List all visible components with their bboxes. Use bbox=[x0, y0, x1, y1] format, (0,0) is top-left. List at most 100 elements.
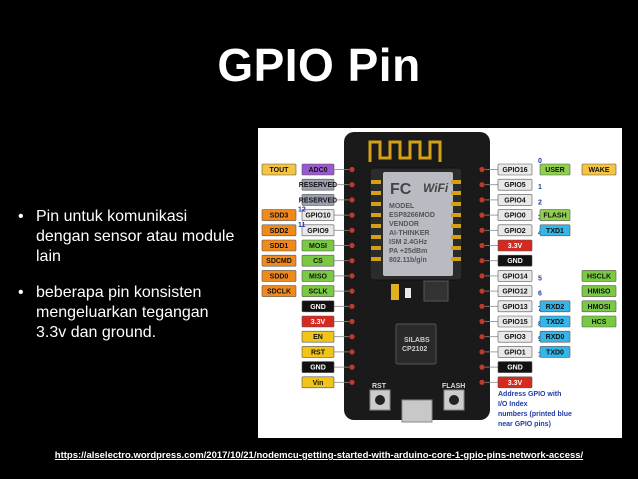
right-pin-gpio5: GPIO5 bbox=[504, 182, 526, 189]
gpio-index-number: 6 bbox=[538, 291, 542, 298]
pin-dot bbox=[479, 227, 485, 233]
right-pin-gnd-box bbox=[497, 254, 533, 267]
left-pin-miso: MISO bbox=[309, 273, 327, 280]
wifi-logo: WiFi bbox=[423, 181, 449, 195]
esp-pad bbox=[451, 246, 461, 250]
right-alt-hsclk: HSCLK bbox=[587, 273, 611, 280]
right-pin-gpio4-box bbox=[497, 194, 533, 206]
left-pin-reserved: RESERVED bbox=[299, 197, 337, 204]
pin-dot bbox=[479, 318, 485, 325]
pin-dot bbox=[349, 379, 355, 385]
esp-pad bbox=[451, 191, 461, 195]
pin-dot bbox=[349, 288, 355, 294]
esp-pad bbox=[451, 257, 461, 261]
left-alt-sdclk-box bbox=[261, 285, 297, 297]
esp-pad bbox=[451, 213, 461, 217]
right-pin-gpio3-box bbox=[497, 330, 533, 343]
right-pin-gpio15: GPIO15 bbox=[502, 319, 527, 326]
right-pin-gpio13-box bbox=[497, 300, 533, 313]
right-pin-3.3v-box bbox=[497, 239, 533, 252]
esp-pad bbox=[371, 246, 381, 250]
pin-dot bbox=[479, 379, 485, 385]
esp-pad bbox=[371, 257, 381, 261]
source-link[interactable]: https://alselectro.wordpress.com/2017/10… bbox=[54, 450, 584, 461]
pin-dot bbox=[349, 242, 355, 249]
esp-pad bbox=[451, 202, 461, 206]
page-title: GPIO Pin bbox=[217, 39, 421, 91]
right-alt-hcs: HCS bbox=[592, 319, 607, 326]
right-pin-3.3v: 3.3V bbox=[508, 243, 523, 250]
right-alt-hmiso-box bbox=[581, 285, 617, 297]
left-alt-sdd1: SDD1 bbox=[270, 243, 289, 250]
pin-dot bbox=[349, 227, 355, 233]
right-func-user-box bbox=[539, 163, 571, 176]
pin-dot bbox=[479, 349, 485, 355]
right-alt-hmosi-box bbox=[581, 300, 617, 313]
left-alt-sdd2: SDD2 bbox=[270, 228, 289, 235]
left-alt-tout: TOUT bbox=[270, 167, 290, 174]
module-text-line: 802.11b/g/n bbox=[389, 257, 427, 264]
right-pin-gnd-box bbox=[497, 361, 533, 373]
esp-pad bbox=[371, 202, 381, 206]
left-pin-vin: Vin bbox=[313, 380, 324, 387]
right-pin-gpio15-box bbox=[497, 315, 533, 328]
left-pin-gnd: GND bbox=[310, 304, 326, 311]
left-alt-sdcmd: SDCMD bbox=[266, 258, 292, 265]
right-func-txd2: TXD2 bbox=[546, 319, 564, 326]
module-text-line: VENDOR bbox=[389, 221, 419, 228]
gpio-index-number: 2 bbox=[538, 199, 542, 206]
right-func-rxd2-box bbox=[539, 300, 571, 313]
gpio-index-number: 1 bbox=[538, 184, 542, 191]
chip-label: CP2102 bbox=[402, 346, 427, 353]
left-pin-3.3v: 3.3V bbox=[311, 319, 326, 326]
right-func-user: USER bbox=[545, 167, 564, 174]
pin-dot bbox=[349, 349, 355, 355]
right-alt-hmiso: HMISO bbox=[588, 289, 612, 296]
module-text-line: AI-THINKER bbox=[389, 230, 429, 237]
esp-pad bbox=[371, 224, 381, 228]
left-pin-labels: ADC0TOUTRESERVEDRESERVEDGPIO10SDD312GPIO… bbox=[261, 163, 349, 389]
pin-dot bbox=[479, 273, 485, 279]
right-alt-hsclk-box bbox=[581, 270, 617, 282]
right-pin-gpio2: GPIO2 bbox=[504, 228, 526, 235]
left-pin-gpio9: GPIO9 bbox=[307, 228, 329, 235]
pin-dot bbox=[479, 364, 485, 370]
right-func-txd1: TXD1 bbox=[546, 228, 564, 235]
pin-dot bbox=[349, 197, 355, 203]
right-func-rxd0-box bbox=[539, 330, 571, 343]
regulator bbox=[423, 280, 449, 302]
left-alt-sdd1-box bbox=[261, 239, 297, 252]
left-pin-mosi: MOSI bbox=[309, 243, 327, 250]
bullet-list: Pin untuk komunikasi dengan sensor atau … bbox=[18, 207, 243, 359]
fc-logo: FC bbox=[390, 181, 412, 198]
usb-chip bbox=[395, 323, 437, 365]
esp-pad bbox=[371, 213, 381, 217]
right-pin-gpio2-box bbox=[497, 224, 533, 237]
left-alt-tout-box bbox=[261, 163, 297, 176]
pin-dot bbox=[479, 334, 485, 340]
right-pin-gpio14-box bbox=[497, 270, 533, 282]
right-pin-gnd: GND bbox=[507, 365, 523, 372]
pin-dot bbox=[479, 288, 485, 294]
right-alt-wake: WAKE bbox=[589, 167, 610, 174]
right-pin-gpio14: GPIO14 bbox=[502, 273, 527, 280]
right-pin-gpio13: GPIO13 bbox=[502, 304, 527, 311]
esp-pad bbox=[371, 191, 381, 195]
right-pin-gpio0: GPIO0 bbox=[504, 213, 526, 220]
right-pin-gpio4: GPIO4 bbox=[504, 197, 526, 204]
pin-dot bbox=[479, 182, 485, 188]
left-pin-sclk: SCLK bbox=[308, 289, 327, 296]
pin-dot bbox=[349, 212, 355, 218]
pinout-svg: FC WiFi MODELESP8266MODVENDORAI-THINKERI… bbox=[261, 132, 617, 428]
left-alt-sdd2-box bbox=[261, 224, 297, 237]
pin-dot bbox=[349, 166, 355, 173]
antenna-trace bbox=[368, 140, 442, 162]
module-text-line: ISM 2.4GHz bbox=[389, 239, 428, 246]
pin-dot bbox=[349, 364, 355, 370]
module-text-line: PA +25dBm bbox=[389, 248, 427, 255]
flash-label: FLASH bbox=[442, 383, 465, 390]
right-pin-gnd: GND bbox=[507, 258, 523, 265]
left-alt-sdd0: SDD0 bbox=[270, 273, 289, 280]
bullet-item: beberapa pin konsisten mengeluarkan tega… bbox=[18, 283, 243, 343]
right-func-txd0: TXD0 bbox=[546, 349, 564, 356]
